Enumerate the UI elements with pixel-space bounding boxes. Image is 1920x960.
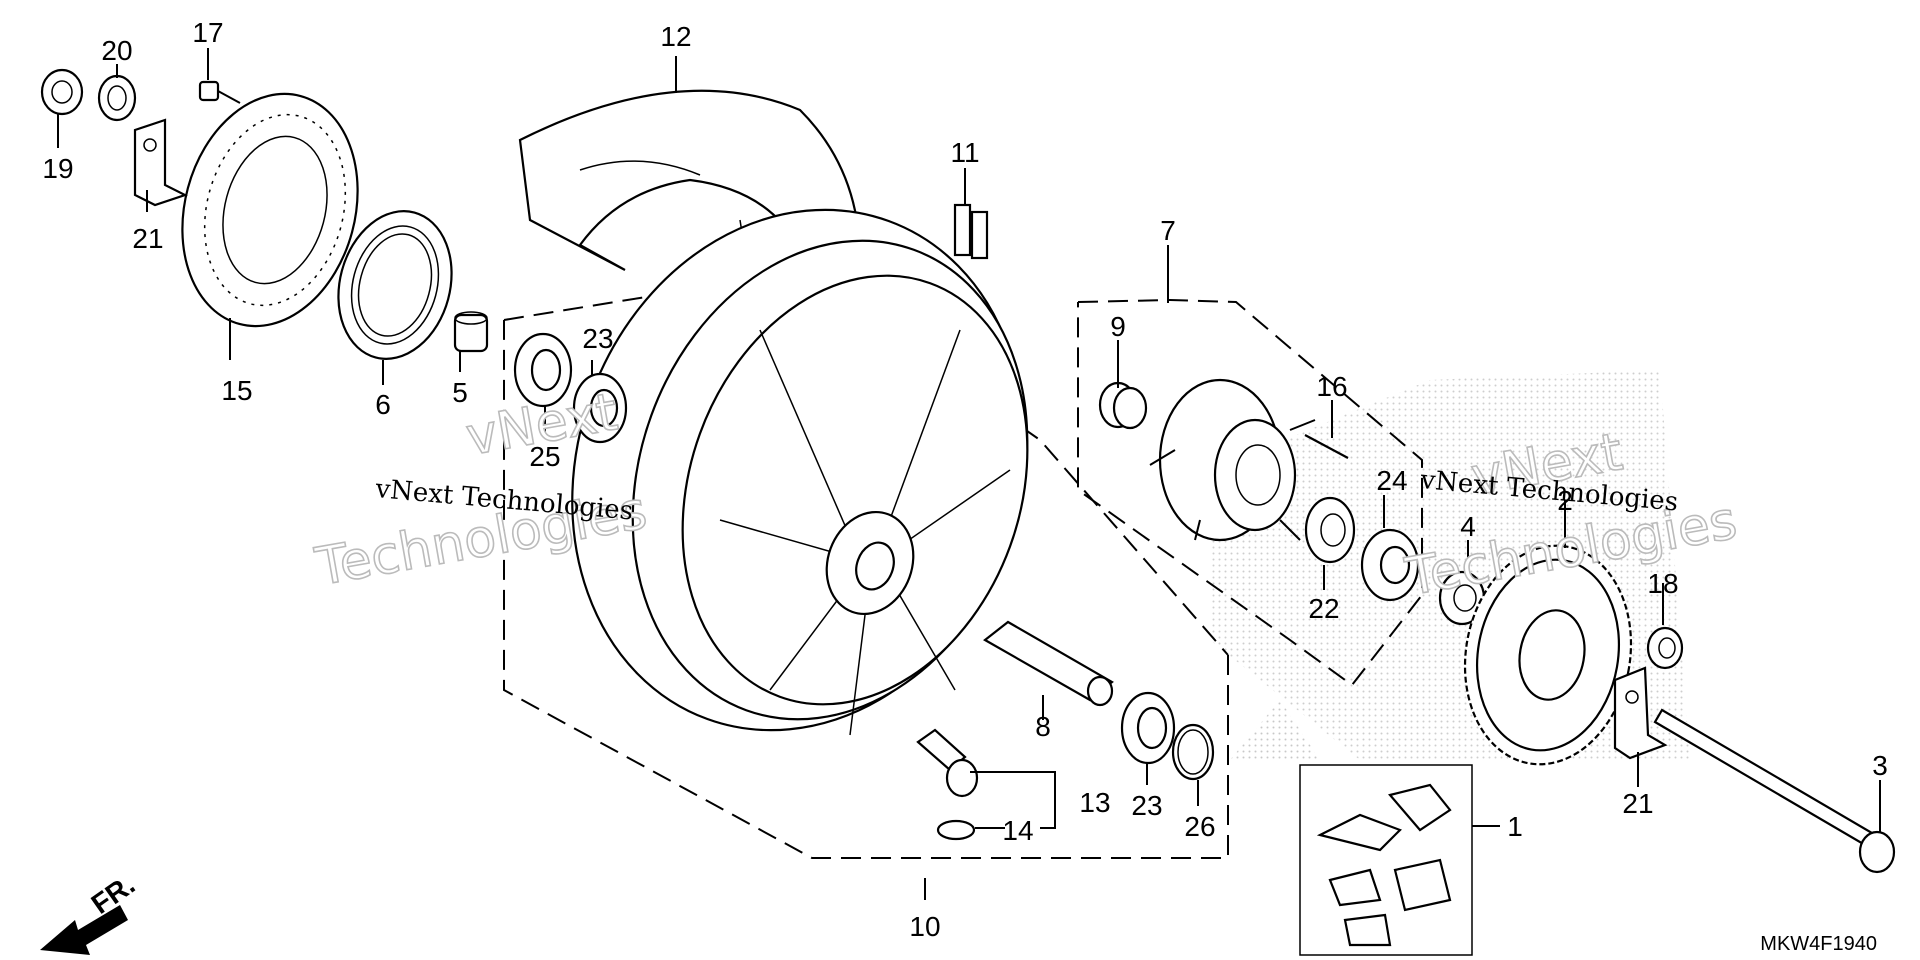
collar-part-8[interactable] [983,620,1114,707]
label-14: 14 [1002,815,1033,846]
axle-part-3[interactable] [1653,708,1896,874]
label-7: 7 [1160,215,1176,246]
o-ring-part-26[interactable] [1171,723,1215,781]
label-4: 4 [1460,511,1476,542]
bracket-part-21-lower[interactable] [1613,666,1668,760]
damper-rubber-part-1[interactable] [1299,764,1473,956]
label-19: 19 [42,153,73,184]
label-21-upper: 21 [132,223,163,254]
label-6: 6 [375,389,391,420]
wheel-assembly-outline [503,270,1229,859]
bearing-part-23-lower[interactable] [1120,691,1176,765]
spacer-part-5[interactable] [453,311,489,353]
label-12: 12 [660,21,691,52]
label-23-lower: 23 [1131,790,1162,821]
label-21-lower: 21 [1622,788,1653,819]
sprocket-part-2[interactable] [1448,532,1648,777]
part-labels: 12 11 7 9 16 24 22 4 2 18 21 3 1 10 8 13… [42,17,1887,942]
label-22: 22 [1308,593,1339,624]
label-25: 25 [529,441,560,472]
brake-disc-part-15[interactable] [157,74,382,346]
front-indicator-label: FR. [86,869,141,920]
bearing-part-23-upper[interactable] [572,372,628,444]
stud-part-16[interactable] [1304,434,1349,459]
label-10: 10 [909,911,940,942]
collar-part-9[interactable] [1098,381,1148,430]
pulser-ring-part-6[interactable] [322,198,467,371]
nut-part-19[interactable] [40,68,84,116]
label-3: 3 [1872,750,1888,781]
washer-part-20[interactable] [97,74,137,122]
label-11: 11 [950,137,979,168]
leader-lines [57,48,1881,900]
clip-part-11[interactable] [953,203,989,260]
wheel-part-10[interactable] [501,146,1096,795]
bearing-part-22[interactable] [1304,496,1356,564]
nut-part-18[interactable] [1646,626,1684,670]
bracket-part-21-upper[interactable] [133,118,188,207]
o-ring-part-14[interactable] [936,819,976,841]
diagram-code: MKW4F1940 [1760,933,1877,955]
hub-assembly-outline [1077,298,1423,687]
front-indicator: FR. [40,869,140,955]
label-20: 20 [101,35,132,66]
front-arrow-icon [40,905,128,955]
valve-part-13[interactable] [916,728,979,798]
label-16: 16 [1316,371,1347,402]
bolt-part-17[interactable] [198,80,241,104]
label-23-upper: 23 [582,323,613,354]
label-8: 8 [1035,711,1051,742]
label-13: 13 [1079,787,1110,818]
label-15: 15 [221,375,252,406]
bearing-part-24[interactable] [1360,528,1420,602]
label-26: 26 [1184,811,1215,842]
label-1: 1 [1507,811,1523,842]
label-17: 17 [192,17,223,48]
hub-part-7[interactable] [1149,378,1316,542]
label-2: 2 [1557,485,1573,516]
label-18: 18 [1647,568,1678,599]
label-9: 9 [1110,311,1126,342]
label-24: 24 [1376,465,1407,496]
label-5: 5 [452,377,468,408]
bearing-part-25[interactable] [513,332,573,408]
